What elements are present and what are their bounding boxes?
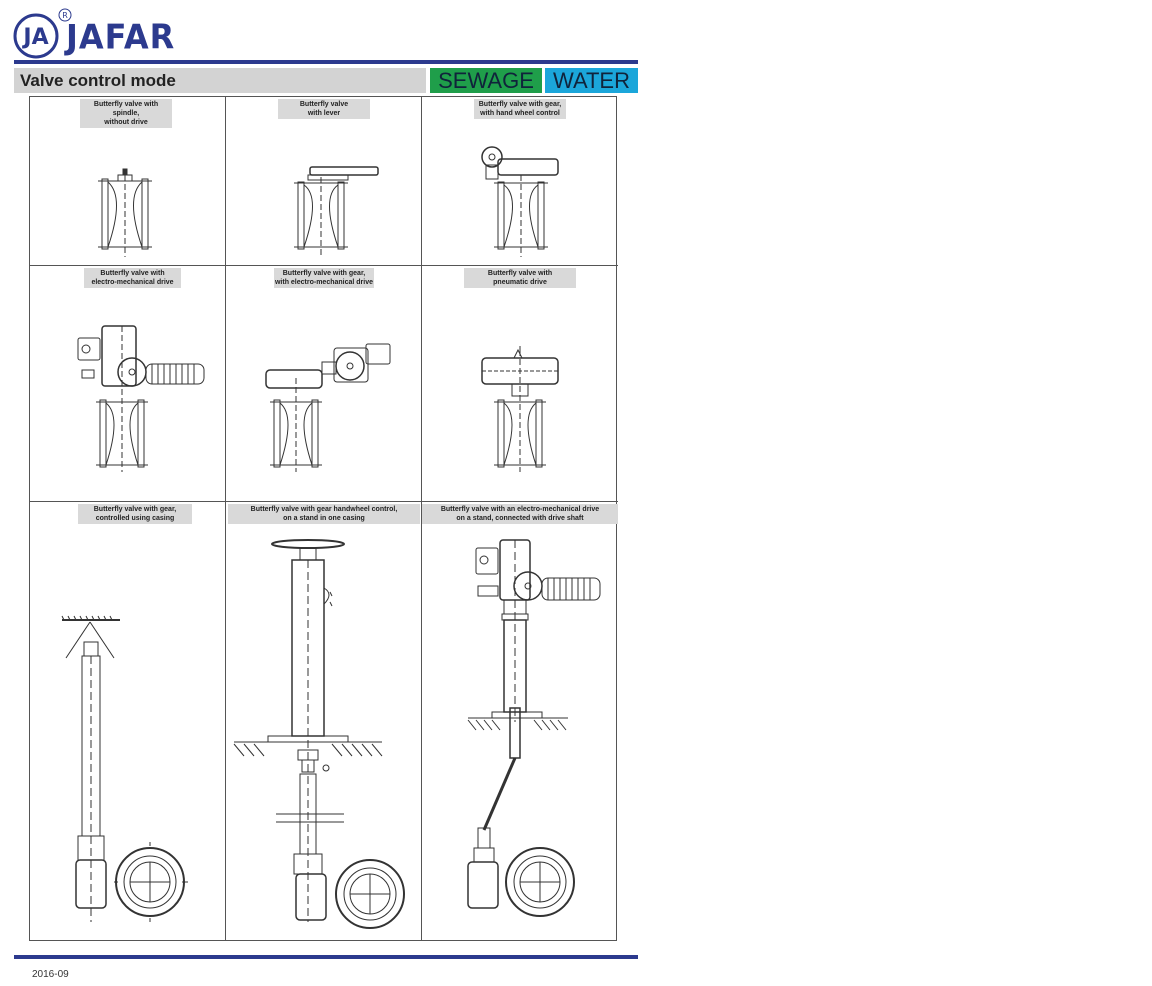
title-bar: Valve control mode	[14, 68, 426, 93]
caption-line: Butterfly valve with gear,	[282, 270, 366, 277]
caption-line: Butterfly valve with gear,	[93, 506, 177, 513]
caption-gear-handwheel: Butterfly valve with gear, with hand whe…	[474, 99, 566, 119]
caption-line: Butterfly valve with gear handwheel cont…	[250, 506, 398, 513]
cell-gear-handwheel: Butterfly valve with gear, with hand whe…	[422, 97, 618, 266]
valve-spindle-drawing	[30, 97, 226, 266]
header-rule	[14, 60, 638, 64]
caption-line: with lever	[307, 110, 341, 117]
valve-grid: Butterfly valve with spindle, without dr…	[29, 96, 618, 941]
cell-lever: Butterfly valve with lever	[226, 97, 422, 266]
caption-line: Butterfly valve with	[100, 270, 165, 277]
caption-line: Butterfly valve	[299, 101, 349, 108]
valve-electro-drive-drawing	[30, 266, 226, 502]
caption-casing: Butterfly valve with gear, controlled us…	[78, 504, 192, 524]
logo-mark-text: JA	[21, 25, 48, 50]
caption-line: Butterfly valve with spindle,	[93, 101, 159, 117]
caption-line: Butterfly valve with an electro-mechanic…	[440, 506, 600, 513]
valve-stand-electro-drawing	[422, 502, 618, 940]
cell-casing: Butterfly valve with gear, controlled us…	[30, 502, 226, 940]
caption-gear-electro: Butterfly valve with gear, with electro-…	[274, 268, 374, 288]
jafar-logo-mark-icon: JA	[13, 13, 59, 59]
caption-electro-drive: Butterfly valve with electro-mechanical …	[84, 268, 181, 288]
valve-casing-drawing	[30, 502, 226, 940]
caption-spindle: Butterfly valve with spindle, without dr…	[80, 99, 172, 128]
registered-mark-icon: R	[58, 8, 72, 22]
caption-pneumatic: Butterfly valve with pneumatic drive	[464, 268, 576, 288]
cell-stand-handwheel: Butterfly valve with gear handwheel cont…	[226, 502, 422, 940]
cell-gear-electro: Butterfly valve with gear, with electro-…	[226, 266, 422, 502]
valve-stand-handwheel-drawing	[226, 502, 422, 940]
cell-spindle: Butterfly valve with spindle, without dr…	[30, 97, 226, 266]
cell-pneumatic: Butterfly valve with pneumatic drive	[422, 266, 618, 502]
registered-text: R	[62, 11, 68, 20]
page-title: Valve control mode	[20, 71, 176, 90]
cell-electro-drive: Butterfly valve with electro-mechanical …	[30, 266, 226, 502]
caption-line: pneumatic drive	[493, 279, 547, 286]
cell-stand-electro: Butterfly valve with an electro-mechanic…	[422, 502, 618, 940]
logo-text: JAFAR	[66, 17, 176, 57]
valve-gear-electro-drawing	[226, 266, 422, 502]
caption-line: controlled using casing	[95, 515, 175, 522]
valve-gear-handwheel-drawing	[422, 97, 618, 266]
jafar-logo: JA R JAFAR	[12, 8, 182, 60]
caption-line: with electro-mechanical drive	[274, 279, 374, 286]
caption-line: Butterfly valve with gear,	[478, 101, 562, 108]
caption-line: Butterfly valve with	[487, 270, 553, 277]
caption-line: on a stand, connected with drive shaft	[456, 515, 584, 522]
caption-stand-electro: Butterfly valve with an electro-mechanic…	[422, 504, 618, 524]
caption-lever: Butterfly valve with lever	[278, 99, 370, 119]
footer-rule	[14, 955, 638, 959]
footer-date: 2016-09	[32, 969, 69, 980]
water-tag: WATER	[545, 68, 638, 93]
sewage-tag: SEWAGE	[430, 68, 542, 93]
caption-line: with hand wheel control	[480, 110, 560, 117]
caption-stand-handwheel: Butterfly valve with gear handwheel cont…	[228, 504, 420, 524]
valve-lever-drawing	[226, 97, 422, 266]
valve-pneumatic-drawing	[422, 266, 618, 502]
caption-line: electro-mechanical drive	[91, 279, 174, 286]
caption-line: on a stand in one casing	[283, 515, 365, 522]
caption-line: without drive	[104, 119, 148, 126]
